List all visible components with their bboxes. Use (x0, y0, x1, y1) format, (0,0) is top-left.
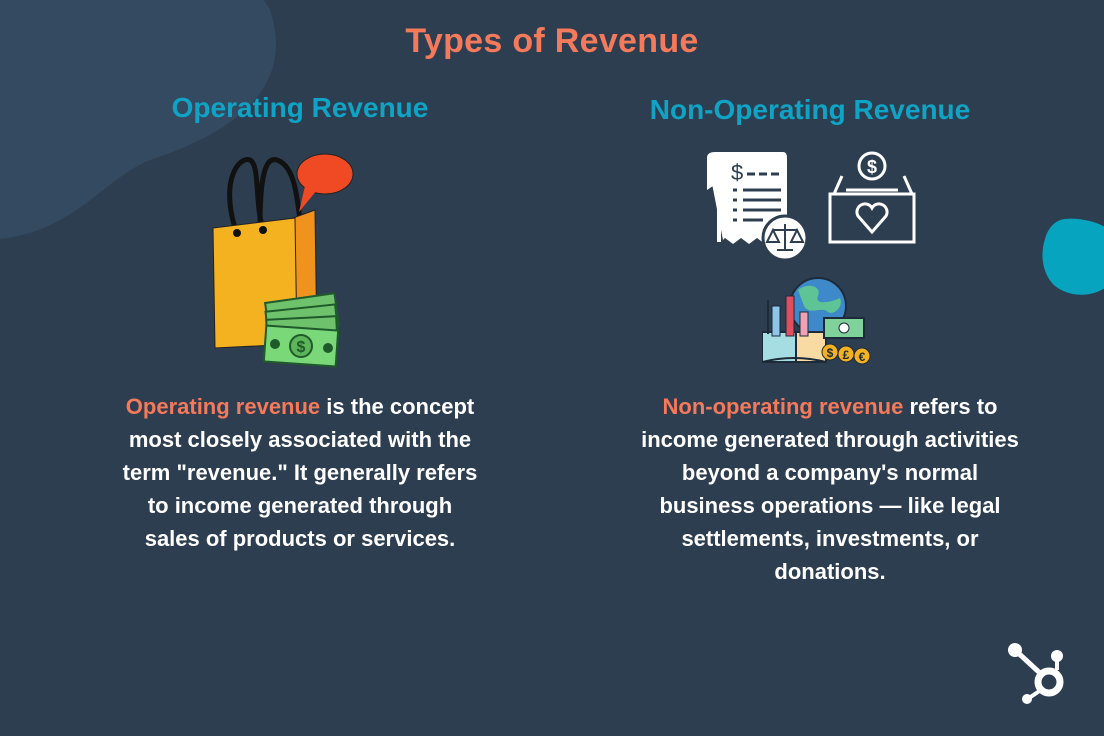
speech-bubble-icon (296, 153, 354, 212)
page-title: Types of Revenue (405, 22, 699, 60)
svg-text:$: $ (827, 346, 834, 360)
global-investments-icon: $ £ € (762, 277, 871, 365)
svg-text:£: £ (843, 348, 850, 362)
legal-receipt-icon: $ (707, 152, 809, 260)
cash-bills-icon: $ (262, 292, 341, 368)
non-operating-revenue-heading: Non-Operating Revenue (649, 94, 971, 125)
svg-text:€: € (859, 350, 866, 364)
operating-revenue-description: Operating revenue is the concept most cl… (118, 390, 482, 555)
operating-revenue-term: Operating revenue (125, 394, 321, 419)
donation-box-icon: $ (828, 151, 916, 244)
svg-text:$: $ (731, 160, 743, 185)
hubspot-sprocket-icon (1008, 643, 1064, 704)
svg-text:$: $ (297, 339, 306, 356)
background-blob-right (1042, 218, 1104, 295)
operating-revenue-heading: Operating Revenue (171, 92, 429, 123)
svg-text:$: $ (867, 157, 877, 177)
background-blob-left (0, 0, 276, 239)
non-operating-revenue-description: Non-operating revenue refers to income g… (640, 390, 1020, 588)
non-operating-revenue-text: refers to income generated through activ… (641, 394, 1019, 584)
shopping-bag-icon: $ (212, 153, 354, 368)
operating-revenue-text: is the concept most closely associated w… (122, 394, 478, 551)
non-operating-revenue-term: Non-operating revenue (662, 394, 904, 419)
